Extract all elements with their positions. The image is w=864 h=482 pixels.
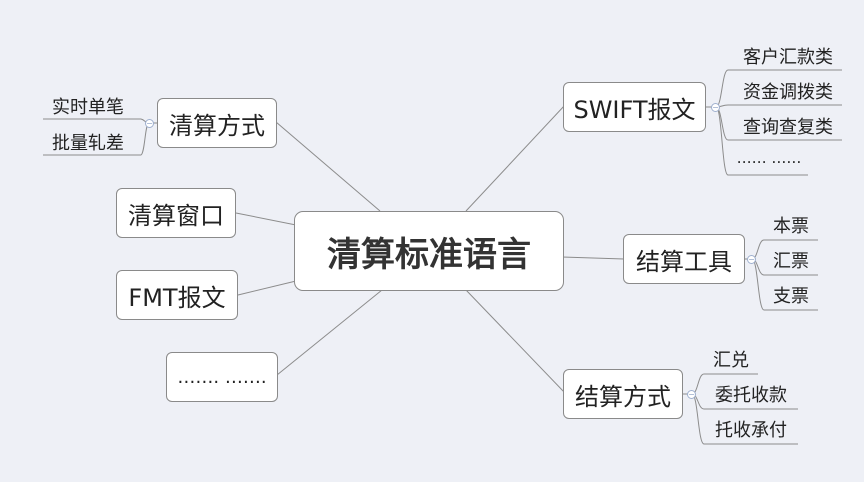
topic-more-left[interactable]: ……. …….: [166, 352, 278, 402]
leaf-swift-1[interactable]: 资金调拨类: [743, 82, 833, 103]
leaf-settlement-method-0[interactable]: 汇兑: [713, 350, 749, 371]
topic-label: 清算方式: [169, 111, 265, 140]
leaf-settlement-tools-1[interactable]: 汇票: [773, 251, 809, 272]
topic-fmt-message[interactable]: FMT报文: [116, 270, 238, 320]
leaf-settlement-tools-0[interactable]: 本票: [773, 216, 809, 237]
topic-label: FMT报文: [128, 283, 226, 312]
topic-settlement-method[interactable]: 结算方式: [563, 369, 683, 419]
topic-label: 结算方式: [575, 382, 671, 411]
leaf-clearing-method-1[interactable]: 批量轧差: [52, 133, 124, 154]
leaf-clearing-method-0[interactable]: 实时单笔: [52, 97, 124, 118]
central-topic-label: 清算标准语言: [327, 234, 531, 275]
leaf-settlement-method-1[interactable]: 委托收款: [715, 385, 787, 406]
topic-clearing-method[interactable]: 清算方式: [157, 98, 277, 148]
leaf-swift-3[interactable]: …… ……: [736, 149, 802, 167]
collapse-minus-icon[interactable]: −: [145, 119, 154, 128]
topic-settlement-tools[interactable]: 结算工具: [623, 234, 745, 284]
topic-label: 结算工具: [636, 247, 732, 276]
central-topic[interactable]: 清算标准语言: [294, 211, 564, 291]
topic-label: 清算窗口: [128, 201, 224, 230]
leaf-settlement-method-2[interactable]: 托收承付: [715, 420, 787, 441]
collapse-minus-icon[interactable]: −: [687, 390, 696, 399]
leaf-swift-2[interactable]: 查询查复类: [743, 117, 833, 138]
leaf-settlement-tools-2[interactable]: 支票: [773, 286, 809, 307]
collapse-minus-icon[interactable]: −: [747, 255, 756, 264]
topic-clearing-window[interactable]: 清算窗口: [116, 188, 236, 238]
topic-label: SWIFT报文: [573, 95, 696, 124]
topic-label: ……. …….: [177, 366, 267, 388]
topic-swift-message[interactable]: SWIFT报文: [563, 82, 706, 132]
collapse-minus-icon[interactable]: −: [711, 103, 720, 112]
leaf-swift-0[interactable]: 客户汇款类: [743, 47, 833, 68]
